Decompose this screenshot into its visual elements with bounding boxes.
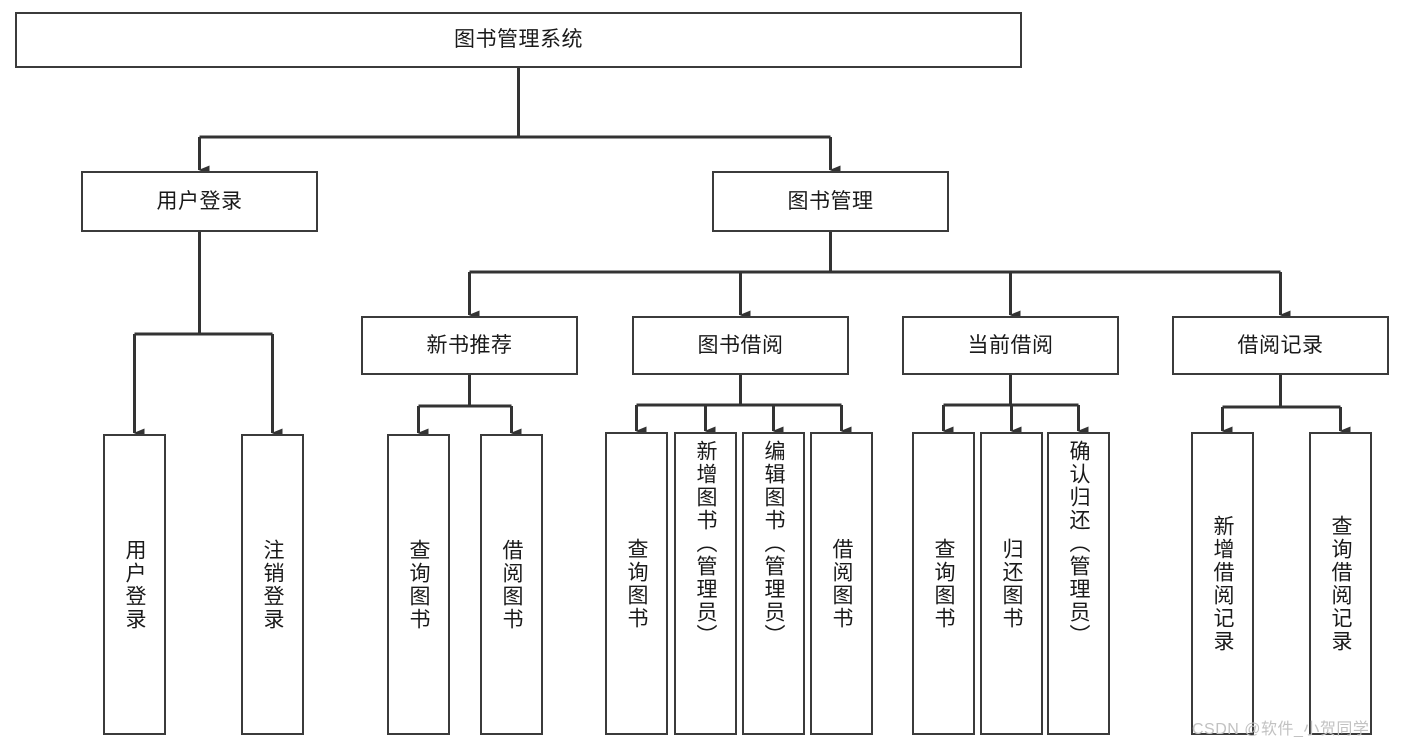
node-label: 查询图书 — [932, 537, 955, 630]
node-leaf-borrow-2[interactable]: 新增图书（管理员） — [674, 432, 737, 735]
node-label: 借阅记录 — [1237, 333, 1324, 357]
node-label: 用户登录 — [123, 538, 146, 631]
node-label: 新书推荐 — [426, 333, 513, 357]
node-login[interactable]: 用户登录 — [81, 171, 318, 232]
node-label: 查询图书 — [625, 537, 648, 630]
node-leaf-rec-2[interactable]: 查询借阅记录 — [1309, 432, 1372, 735]
node-label: 查询借阅记录 — [1329, 514, 1352, 653]
node-leaf-borrow-3[interactable]: 编辑图书（管理员） — [742, 432, 805, 735]
node-bookmgmt[interactable]: 图书管理 — [712, 171, 949, 232]
edge-group — [133, 68, 1351, 438]
node-leaf-cur-2[interactable]: 归还图书 — [980, 432, 1043, 735]
watermark: CSDN @软件_小贺同学 — [1192, 721, 1370, 738]
node-leaf-borrow-4[interactable]: 借阅图书 — [810, 432, 873, 735]
node-leaf-borrow-1[interactable]: 查询图书 — [605, 432, 668, 735]
node-leaf-login-1[interactable]: 用户登录 — [103, 434, 166, 735]
node-label: 图书管理系统 — [454, 28, 583, 52]
node-label: 当前借阅 — [967, 333, 1054, 357]
node-label: 图书管理 — [787, 189, 874, 213]
node-label: 查询图书 — [407, 538, 430, 631]
node-label: 确认归还（管理员） — [1067, 440, 1090, 647]
node-label: 注销登录 — [261, 538, 284, 631]
node-label: 用户登录 — [156, 189, 243, 213]
node-newbook[interactable]: 新书推荐 — [361, 316, 578, 375]
node-records[interactable]: 借阅记录 — [1172, 316, 1389, 375]
node-label: 编辑图书（管理员） — [762, 440, 785, 647]
node-leaf-new-1[interactable]: 查询图书 — [387, 434, 450, 735]
node-leaf-rec-1[interactable]: 新增借阅记录 — [1191, 432, 1254, 735]
node-label: 新增借阅记录 — [1211, 514, 1234, 653]
node-leaf-login-2[interactable]: 注销登录 — [241, 434, 304, 735]
node-root[interactable]: 图书管理系统 — [15, 12, 1022, 68]
node-current[interactable]: 当前借阅 — [902, 316, 1119, 375]
node-label: 归还图书 — [1000, 537, 1023, 630]
node-borrow[interactable]: 图书借阅 — [632, 316, 849, 375]
node-label: 新增图书（管理员） — [694, 440, 717, 647]
node-leaf-new-2[interactable]: 借阅图书 — [480, 434, 543, 735]
node-leaf-cur-1[interactable]: 查询图书 — [912, 432, 975, 735]
node-label: 图书借阅 — [697, 333, 784, 357]
node-label: 借阅图书 — [500, 538, 523, 631]
node-label: 借阅图书 — [830, 537, 853, 630]
node-leaf-cur-3[interactable]: 确认归还（管理员） — [1047, 432, 1110, 735]
